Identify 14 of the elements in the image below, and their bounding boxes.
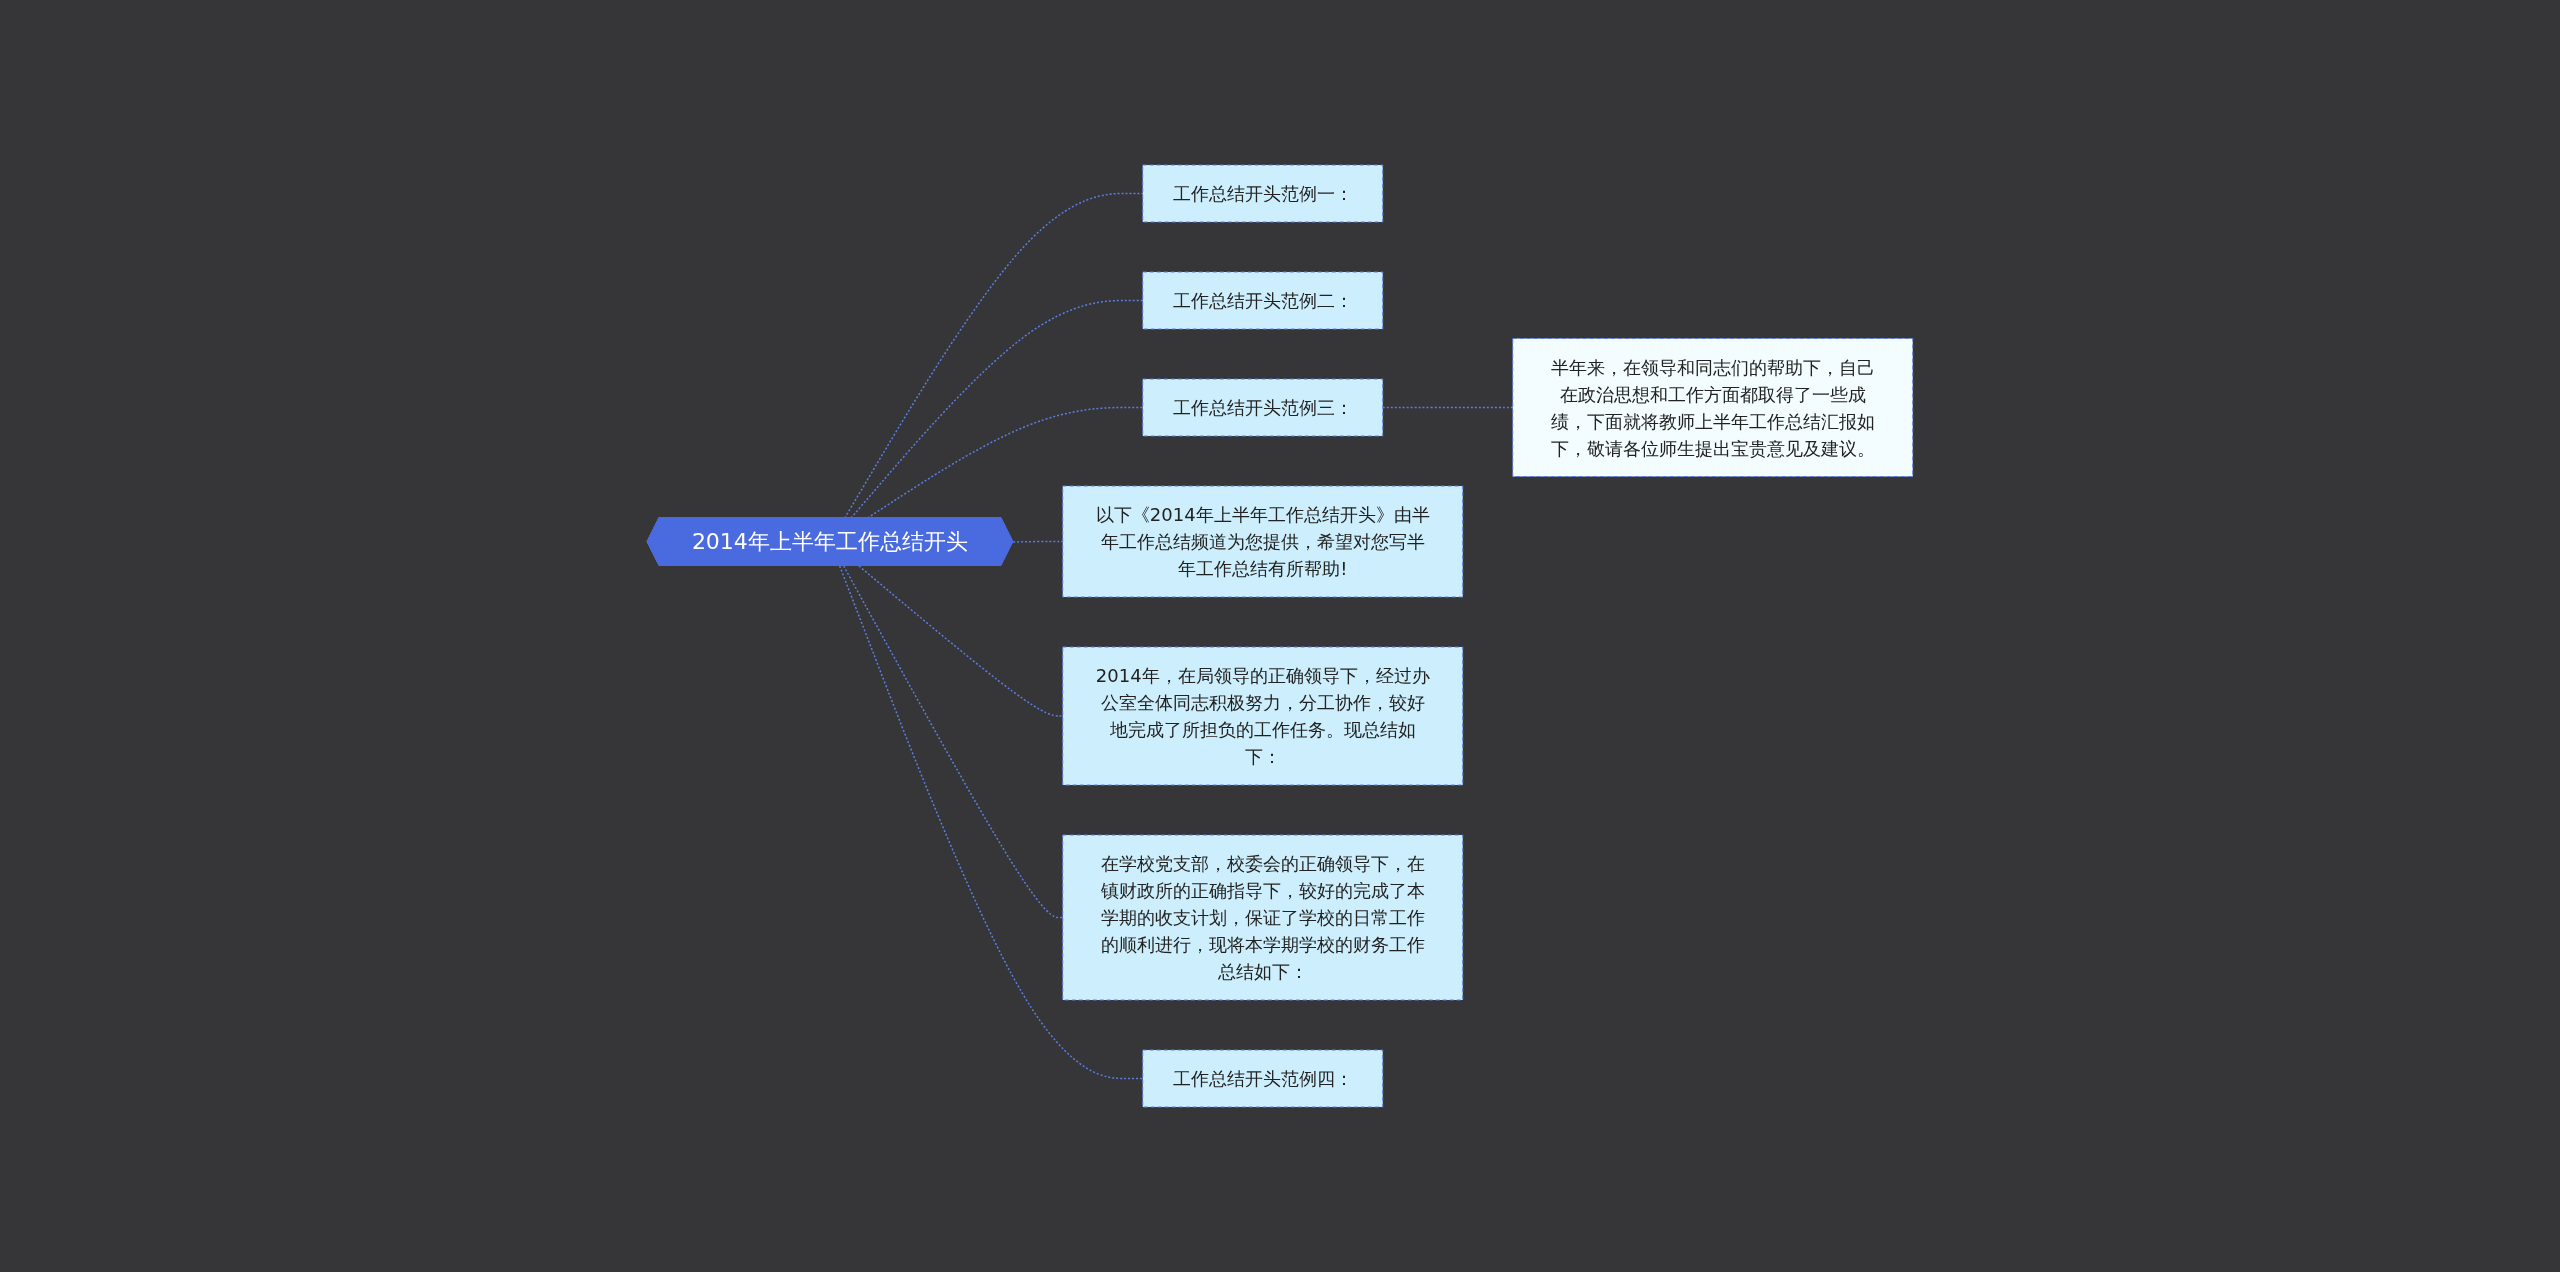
connector [850,299,1144,519]
connector [1382,406,1514,409]
node-box: 半年来，在领导和同志们的帮助下，自己在政治思想和工作方面都取得了一些成绩，下面就将教师上半年工作总结汇报如下，敬请各位师生提出宝贵意见及建议。 [1512,338,1914,477]
node-box: 工作总结开头范例三： [1142,378,1384,437]
connector [843,565,1064,919]
node-box: 工作总结开头范例四： [1142,1049,1384,1108]
node-box: 工作总结开头范例二： [1142,271,1384,330]
connector [839,565,1144,1080]
node-box: 在学校党支部，校委会的正确领导下，在镇财政所的正确指导下，较好的完成了本学期的收支计划，保证了学校的日常工作的顺利进行，现将本学期学校的财务工作总结如下： [1062,834,1464,1001]
node-box: 以下《2014年上半年工作总结开头》由半年工作总结频道为您提供，希望对您写半年工作总结有所帮助! [1062,485,1464,598]
node-box: 2014年，在局领导的正确领导下，经过办公室全体同志积极努力，分工协作，较好地完成了所担负的工作任务。现总结如下： [1062,646,1464,786]
connector [844,192,1144,519]
node-box: 工作总结开头范例一： [1142,164,1384,223]
connector [858,565,1064,717]
